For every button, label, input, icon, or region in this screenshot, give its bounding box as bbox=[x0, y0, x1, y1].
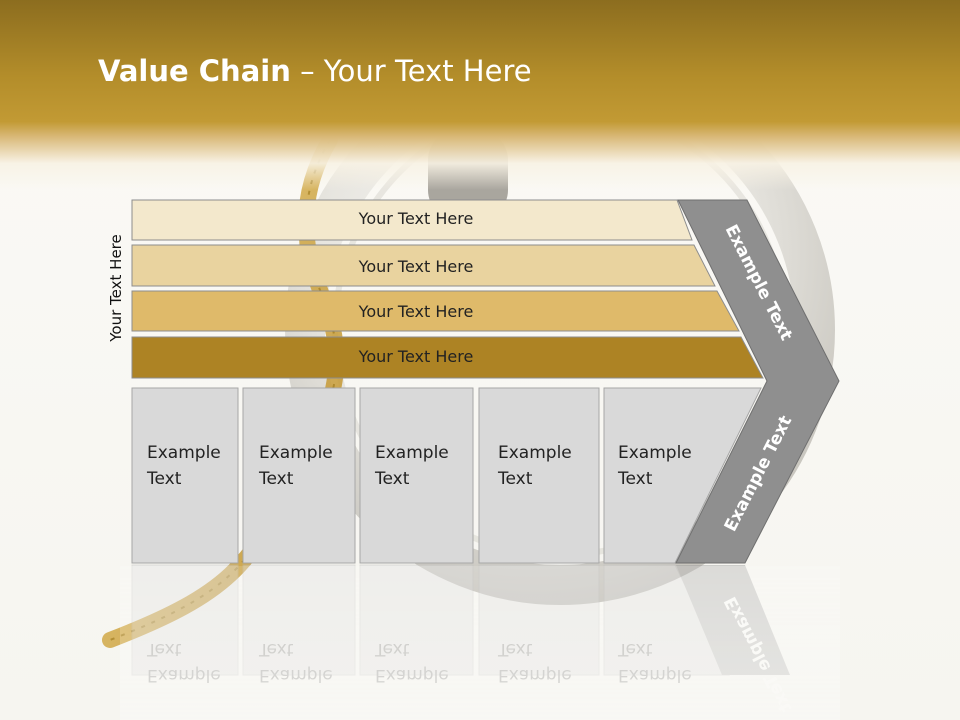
column-5-line2: Text bbox=[617, 469, 653, 489]
reflection: Example Text Example Text Example Text E… bbox=[120, 564, 840, 720]
bar-3 bbox=[131, 290, 740, 332]
column-2-line2: Text bbox=[258, 469, 294, 489]
columns: Example Text Example Text Example Text E… bbox=[131, 387, 762, 564]
slide-title: Value Chain – Your Text Here bbox=[98, 54, 532, 88]
column-2-line1: Example bbox=[259, 443, 333, 463]
title-band bbox=[0, 0, 960, 190]
column-1-line2: Text bbox=[146, 469, 182, 489]
bar-4 bbox=[131, 336, 764, 379]
bar-4-label: Your Text Here bbox=[358, 347, 474, 366]
column-2 bbox=[242, 387, 356, 564]
column-1 bbox=[131, 387, 239, 564]
bars: Your Text Here Your Text Here Your Text … bbox=[131, 199, 764, 379]
chevron-shape bbox=[675, 199, 840, 564]
bar-3-label: Your Text Here bbox=[358, 302, 474, 321]
column-4 bbox=[478, 387, 600, 564]
side-label: Your Text Here bbox=[107, 234, 125, 342]
column-5-line1: Example bbox=[618, 443, 692, 463]
column-3 bbox=[359, 387, 474, 564]
column-3-line1: Example bbox=[375, 443, 449, 463]
column-5 bbox=[603, 387, 762, 564]
column-3-line2: Text bbox=[374, 469, 410, 489]
title-rest: – Your Text Here bbox=[290, 54, 532, 88]
bar-1-label: Your Text Here bbox=[358, 209, 474, 228]
column-1-line1: Example bbox=[147, 443, 221, 463]
bar-2-label: Your Text Here bbox=[358, 257, 474, 276]
bar-2 bbox=[131, 244, 716, 287]
title-bold: Value Chain bbox=[98, 54, 291, 88]
bar-1 bbox=[131, 199, 693, 241]
column-4-line2: Text bbox=[497, 469, 533, 489]
column-4-line1: Example bbox=[498, 443, 572, 463]
